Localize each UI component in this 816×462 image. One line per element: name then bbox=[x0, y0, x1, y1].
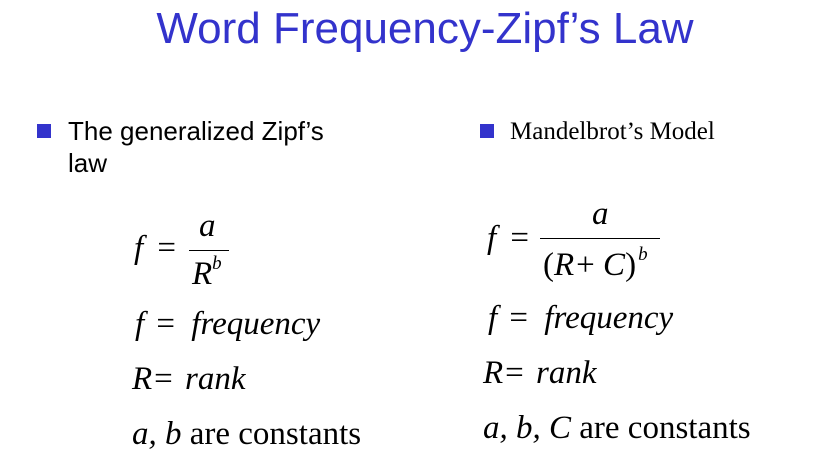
left-def-frequency: f = frequency bbox=[135, 306, 321, 342]
right-fraction-bar bbox=[540, 238, 660, 239]
left-constants: a, b are constants bbox=[132, 416, 362, 452]
left-formula-R: R bbox=[192, 256, 213, 292]
slide-title: Word Frequency-Zipf’s Law bbox=[156, 4, 694, 53]
left-bullet-text: The generalized Zipf’s law bbox=[68, 115, 324, 179]
left-formula-denominator: Rb bbox=[192, 254, 222, 292]
right-formula-lhs: f = bbox=[487, 222, 529, 255]
left-formula-equals: = bbox=[157, 230, 177, 266]
right-bullet-text: Mandelbrot’s Model bbox=[510, 118, 715, 145]
right-constants: a, b, C are constants bbox=[483, 410, 751, 446]
left-formula-lhs: f = bbox=[134, 232, 176, 265]
right-def-frequency: f = frequency bbox=[488, 300, 674, 336]
left-formula-f: f bbox=[134, 230, 144, 266]
left-formula-exponent: b bbox=[212, 253, 222, 274]
right-formula-equals: = bbox=[510, 220, 530, 256]
right-formula-numerator: a bbox=[592, 196, 609, 232]
left-fraction-bar bbox=[189, 250, 229, 251]
right-formula-exponent: b bbox=[638, 244, 648, 265]
right-formula-denominator: (R+ C)b bbox=[543, 244, 648, 283]
left-formula-numerator: a bbox=[199, 208, 216, 244]
left-bullet-line1: The generalized Zipf’s bbox=[68, 116, 324, 146]
left-bullet-line2: law bbox=[68, 148, 108, 178]
right-def-rank: R= rank bbox=[483, 355, 597, 391]
right-formula-f: f bbox=[487, 220, 497, 256]
left-bullet-square bbox=[37, 124, 51, 138]
left-def-rank: R= rank bbox=[132, 361, 246, 397]
right-bullet-square bbox=[480, 124, 494, 138]
